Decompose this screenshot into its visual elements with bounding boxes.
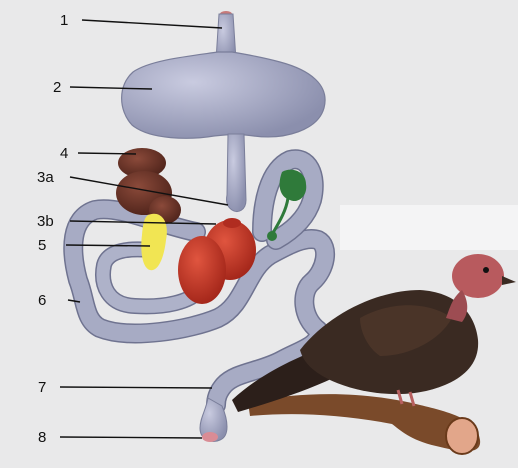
label-5: 5 [38,237,46,254]
label-2: 2 [53,79,61,96]
label-3b: 3b [37,213,54,230]
label-4: 4 [60,145,68,162]
proventriculus [227,134,246,212]
paper-patch [340,205,518,250]
label-8: 8 [38,429,46,446]
pigeon-head [452,254,504,298]
label-3a: 3a [37,169,54,186]
label-7: 7 [38,379,46,396]
label-1: 1 [60,12,68,29]
label-6: 6 [38,292,46,309]
pigeon-eye [483,267,489,273]
